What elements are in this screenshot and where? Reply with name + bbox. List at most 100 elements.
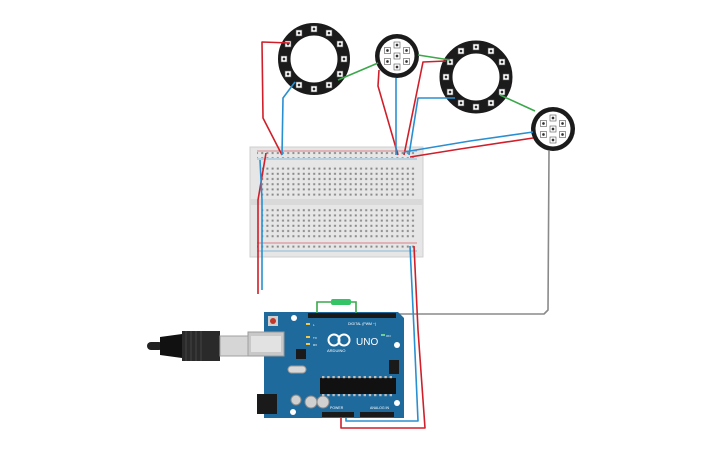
neopixel-ring-2[interactable] bbox=[439, 40, 513, 114]
wire-blue bbox=[281, 81, 296, 156]
led-pixel-die bbox=[474, 45, 478, 49]
power-header bbox=[322, 412, 354, 417]
led-pixel-die bbox=[542, 133, 545, 136]
jewel-1-pixels bbox=[384, 41, 410, 71]
wire-gray bbox=[393, 150, 550, 315]
chip-pin bbox=[342, 394, 346, 397]
wire-red bbox=[340, 245, 426, 429]
led-pixel-die bbox=[395, 54, 399, 58]
crystal bbox=[287, 365, 307, 374]
neopixel-jewel-1[interactable] bbox=[375, 34, 419, 78]
on-led-label: ON bbox=[386, 334, 391, 338]
led-pixel-die bbox=[327, 83, 331, 87]
chip-pin bbox=[327, 394, 330, 397]
capacitor bbox=[304, 395, 318, 409]
led-pixel-die bbox=[297, 83, 301, 87]
chip-pin bbox=[368, 376, 372, 379]
led-pixel-die bbox=[405, 49, 408, 52]
led-pixel-die bbox=[500, 90, 504, 94]
chip-pin bbox=[379, 394, 382, 397]
wire-green bbox=[337, 62, 379, 81]
ring-2-pixels bbox=[442, 43, 510, 111]
led-pixel-die bbox=[459, 101, 463, 105]
digital-header bbox=[308, 313, 396, 318]
chip-pin bbox=[353, 376, 356, 379]
led-pixel-die bbox=[395, 43, 399, 47]
wire-red bbox=[403, 60, 447, 156]
jewel-2-pixels bbox=[540, 114, 566, 144]
chip-pin bbox=[332, 394, 335, 397]
led-pixel-die bbox=[312, 87, 316, 91]
chip-pin bbox=[348, 394, 351, 397]
chip-pin bbox=[337, 376, 340, 379]
arduino-logo-icon bbox=[327, 333, 351, 347]
capacitor bbox=[316, 395, 330, 409]
led-pixel-die bbox=[542, 122, 545, 125]
wire-red bbox=[261, 41, 291, 156]
led-pixel-die bbox=[282, 57, 286, 61]
led-pixel-die bbox=[561, 133, 564, 136]
neopixel-ring-1[interactable] bbox=[277, 22, 351, 96]
chip-pin bbox=[374, 376, 377, 379]
wire-blue bbox=[259, 159, 263, 290]
chip-pin bbox=[353, 394, 356, 397]
chip-pin bbox=[358, 376, 361, 379]
power-jack bbox=[257, 394, 277, 414]
led-pixel-die bbox=[500, 60, 504, 64]
chip-pin bbox=[379, 376, 382, 379]
arduino-uno[interactable]: UNO ARDUINO DIGITAL (PWM ~) POWER ANALOG… bbox=[247, 312, 404, 418]
chip-pin bbox=[327, 376, 330, 379]
led-pixel-die bbox=[297, 31, 301, 35]
wire-red bbox=[257, 152, 267, 294]
led-pixel-die bbox=[342, 57, 346, 61]
led-pixel-die bbox=[327, 31, 331, 35]
wire-red bbox=[409, 137, 534, 158]
chip-pin bbox=[384, 394, 387, 397]
wire-green bbox=[417, 54, 451, 61]
led-pixel-die bbox=[551, 127, 555, 131]
power-header-label: POWER bbox=[330, 406, 344, 410]
neopixel-jewel-2[interactable] bbox=[531, 107, 575, 151]
chip-pin bbox=[337, 394, 340, 397]
tx-led-label: TX bbox=[313, 336, 317, 340]
resistor[interactable] bbox=[316, 299, 357, 313]
chip-pin bbox=[363, 376, 366, 379]
led-pixel-die bbox=[448, 90, 452, 94]
usb-cable bbox=[147, 331, 249, 361]
usb-controller-chip bbox=[296, 349, 306, 359]
breadboard[interactable] bbox=[249, 146, 424, 258]
chip-pin bbox=[322, 376, 325, 379]
icsp-header bbox=[389, 360, 399, 374]
wires bbox=[257, 41, 550, 429]
board-brand: ARDUINO bbox=[327, 348, 345, 353]
chip-pin bbox=[389, 376, 392, 379]
led-pixel-die bbox=[561, 122, 564, 125]
analog-header-label: ANALOG IN bbox=[370, 406, 390, 410]
led-pixel-die bbox=[386, 60, 389, 63]
reset-button[interactable] bbox=[270, 318, 276, 324]
led-pixel-die bbox=[489, 101, 493, 105]
led-pixel-die bbox=[444, 75, 448, 79]
led-pixel-die bbox=[551, 116, 555, 120]
led-pixel-die bbox=[395, 65, 399, 69]
wire-green bbox=[499, 94, 536, 112]
led-pixel-die bbox=[474, 105, 478, 109]
chip-pin bbox=[384, 376, 387, 379]
chip-pin bbox=[348, 376, 351, 379]
chip-pin bbox=[332, 376, 335, 379]
digital-header-label: DIGITAL (PWM ~) bbox=[348, 322, 376, 326]
rx-led-label: RX bbox=[313, 343, 317, 347]
chip-pin bbox=[368, 394, 372, 397]
chip-pin bbox=[389, 394, 392, 397]
led-pixel-die bbox=[312, 27, 316, 31]
led-pixel-die bbox=[338, 72, 342, 76]
atmega-chip bbox=[320, 378, 396, 394]
wire-red bbox=[377, 69, 399, 156]
led-pixel-die bbox=[448, 60, 452, 64]
led-pixel-die bbox=[386, 49, 389, 52]
led-pixel-die bbox=[405, 60, 408, 63]
chip-pin bbox=[358, 394, 361, 397]
l-led-label: L bbox=[313, 323, 315, 327]
